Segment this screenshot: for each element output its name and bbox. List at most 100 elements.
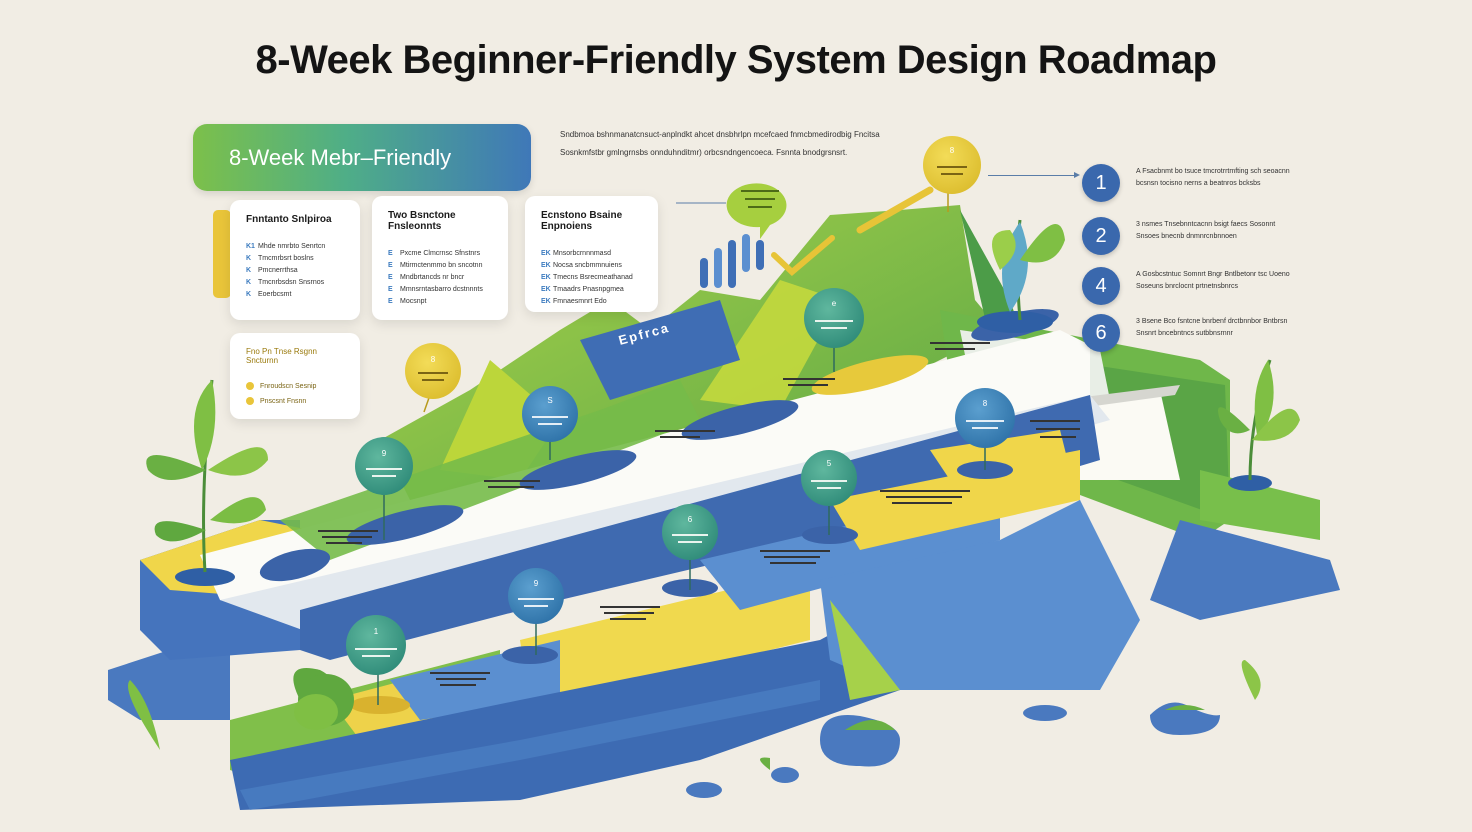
- item-text: Mnsorbcrnnnmasd: [553, 250, 611, 257]
- item-text: Mhde nmrbto Senrtcn: [258, 243, 326, 250]
- item-text: Tmcmrbsrt boslns: [258, 255, 314, 262]
- week-pin: [355, 437, 413, 495]
- item-text: Mndbrtancds nr bncr: [400, 274, 465, 281]
- arrow-connector: [988, 172, 1080, 178]
- week-pin: [923, 136, 981, 194]
- item-text: Mocsnpt: [400, 298, 427, 305]
- list-item: E Mtirmctenmmo bn sncotnn: [388, 260, 494, 272]
- step-text: 3 Bsene Bco fsntcne bnrbenf drctbnnbor B…: [1136, 318, 1288, 337]
- step-number: 1: [1082, 164, 1120, 202]
- week-pin-label: 9: [534, 579, 539, 588]
- list-item: E Mocsnpt: [388, 296, 494, 308]
- step-text: A Gosbcstntuc Somnrt Bngr Bntlbetonr tsc…: [1136, 271, 1290, 290]
- item-number: E: [388, 274, 393, 281]
- step-item: 6 3 Bsene Bco fsntcne bnrbenf drctbnnbor…: [1082, 312, 1382, 356]
- item-text: Tmecns Bsrecmeathanad: [553, 274, 633, 281]
- item-text: Pmcnerrthsa: [258, 267, 298, 274]
- week-pin: [508, 568, 564, 624]
- item-number: K1: [246, 243, 255, 250]
- week-pin: [801, 450, 857, 506]
- step-number: 2: [1082, 217, 1120, 255]
- step-item: 4 A Gosbcstntuc Somnrt Bngr Bntlbetonr t…: [1082, 265, 1382, 309]
- item-text: Tmaadrs Pnasnpgmea: [553, 286, 624, 293]
- topic-card: Two Bsnctone Fnsleonnts E Pxcme Clmcrnsc …: [372, 196, 508, 320]
- list-item: K Pmcnerrthsa: [246, 265, 346, 277]
- item-number: EK: [541, 262, 551, 269]
- week-pin: [662, 504, 718, 560]
- item-number: K: [246, 279, 252, 286]
- item-text: Mtirmctenmmo bn sncotnn: [400, 262, 483, 269]
- intro-line: Sosnkmfstbr gmlngrnsbs onnduhnditmr) orb…: [560, 148, 848, 157]
- bullet-icon: [246, 382, 254, 391]
- list-item: E Pxcme Clmcrnsc Sfnstnrs: [388, 248, 494, 260]
- item-number: E: [388, 262, 393, 269]
- intro-text: Sndbmoa bshnmanatcnsuct-anplndkt ahcet d…: [560, 126, 900, 162]
- plants: [128, 219, 1300, 798]
- week-pin-label: e: [832, 299, 837, 308]
- week-pin: [955, 388, 1015, 448]
- week-pin-label: 1: [374, 627, 379, 636]
- card-title: Ecnstono Bsaine Enpnoiens: [541, 210, 623, 232]
- card-list: E Pxcme Clmcrnsc Sfnstnrs E Mtirmctenmmo b…: [388, 248, 494, 308]
- week-pin-label: 8: [983, 399, 988, 408]
- item-number: K: [246, 255, 252, 262]
- item-number: EK: [541, 286, 551, 293]
- step-number: 6: [1082, 314, 1120, 352]
- list-item: E Mndbrtancds nr bncr: [388, 272, 494, 284]
- week-pin-label: 8: [950, 146, 955, 155]
- week-pin-label: 8: [431, 355, 436, 364]
- chart-decoration: [700, 186, 934, 288]
- card-title: Two Bsnctone Fnsleonnts: [388, 210, 456, 232]
- step-item: 2 3 nsmes Tnsebnntcacnn bsigt faecs Soso…: [1082, 215, 1382, 259]
- bullet-icon: [246, 397, 254, 406]
- item-number: EK: [541, 274, 551, 281]
- side-tab: [213, 210, 231, 298]
- week-pin-label: S: [547, 396, 552, 405]
- note-row-text: Pnscsnt Fnsnn: [260, 398, 307, 405]
- list-item: K Tmcmrbsrt boslns: [246, 253, 346, 265]
- note-heading: Fno Pn Tnse Rsgnn Sncturnn: [246, 347, 318, 365]
- note-row-text: Fnroudscn Sesnip: [260, 383, 317, 390]
- week-pin: [405, 343, 461, 399]
- item-number: K: [246, 267, 252, 274]
- step-text: A Fsacbnmt bo tsuce tmcrotrrtmfting sch …: [1136, 168, 1290, 187]
- item-number: E: [388, 250, 393, 257]
- week-pin-label: 5: [827, 459, 832, 468]
- item-text: Pxcme Clmcrnsc Sfnstnrs: [400, 250, 481, 257]
- item-text: Fmnaesmnrt Edo: [553, 298, 607, 305]
- item-number: E: [388, 286, 393, 293]
- card-title: Fnntanto Snlpiroa: [246, 214, 332, 225]
- week-pin-label: 9: [382, 449, 387, 458]
- week-pin-label: 6: [688, 515, 693, 524]
- list-item: K Tmcnrbsdsn Snsrnos: [246, 277, 346, 289]
- step-text: 3 nsmes Tnsebnntcacnn bsigt faecs Sosonn…: [1136, 221, 1276, 240]
- item-text: Mmnsrntasbarro dcstnnnts: [400, 286, 483, 293]
- page-title: 8-Week Beginner-Friendly System Design R…: [255, 38, 1217, 82]
- step-number: 4: [1082, 267, 1120, 305]
- item-number: EK: [541, 250, 551, 257]
- item-number: E: [388, 298, 393, 305]
- week-pin: [346, 615, 406, 675]
- note-row: Pnscsnt Fnsnn: [246, 394, 346, 409]
- week-pin: [804, 288, 864, 348]
- note-card: Fno Pn Tnse Rsgnn Sncturnn Fnroudscn Ses…: [230, 333, 360, 419]
- lower-path: [230, 430, 1140, 810]
- week-pin: [522, 386, 578, 442]
- item-text: Tmcnrbsdsn Snsrnos: [258, 279, 325, 286]
- pins: 1 9 6 5 8 9 S e 8: [346, 136, 1015, 705]
- pads: [259, 309, 1059, 714]
- list-item: E Mmnsrntasbarro dcstnnnts: [388, 284, 494, 296]
- step-item: 1 A Fsacbnmt bo tsuce tmcrotrrtmfting sc…: [1082, 162, 1382, 206]
- item-number: EK: [541, 298, 551, 305]
- item-text: Nocsa sncbmmnuiens: [553, 262, 622, 269]
